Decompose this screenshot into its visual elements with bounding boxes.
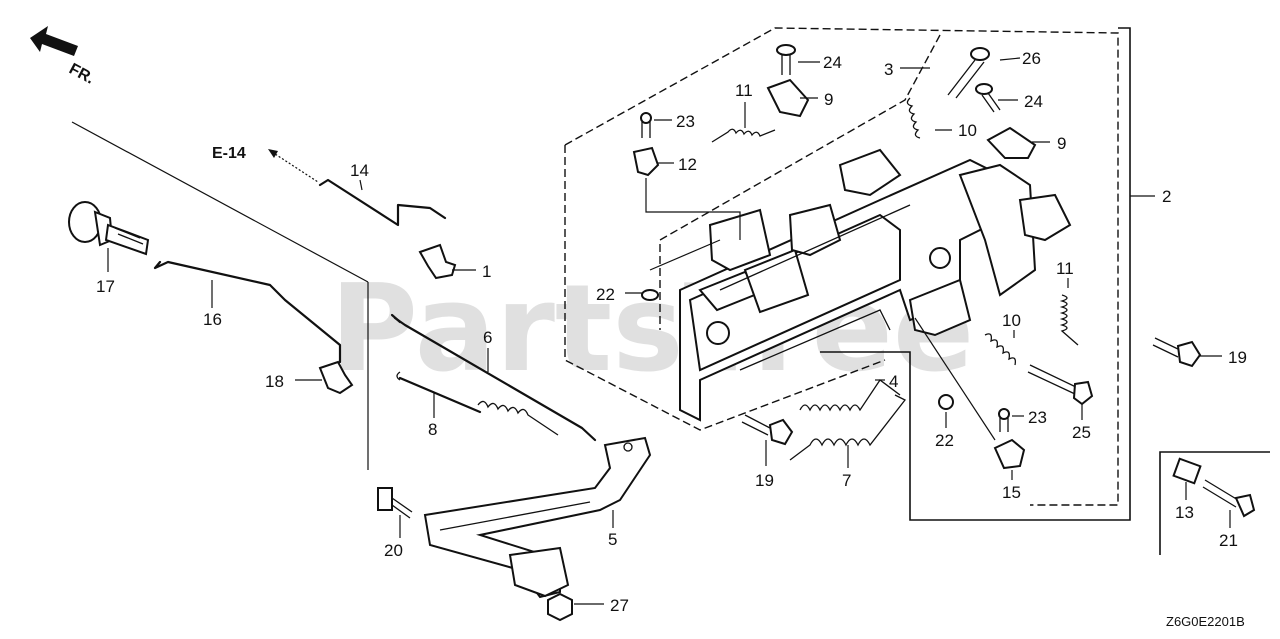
assembly-outline-left [564, 145, 886, 431]
spring-part-4 [799, 379, 901, 412]
screw-part-26 [947, 47, 990, 99]
callout-1: 1 [482, 262, 491, 281]
callout-11-lower: 11 [1056, 259, 1074, 278]
bolt-part-19-right [1152, 337, 1202, 368]
callout-15: 15 [1002, 483, 1021, 502]
callout-17: 17 [96, 277, 115, 296]
callout-22-right: 22 [935, 431, 954, 450]
part-13-21-bracket [1159, 451, 1270, 555]
front-direction-arrow-icon [30, 26, 78, 56]
screw-part-23-upper [640, 112, 652, 138]
spring-part-7 [789, 394, 906, 461]
callout-14: 14 [350, 161, 369, 180]
callout-19-left: 19 [755, 471, 774, 490]
callout-9-upper: 9 [824, 90, 833, 109]
callout-6: 6 [483, 328, 492, 347]
callout-3: 3 [884, 60, 893, 79]
throttle-lever-part-5 [423, 436, 652, 599]
knob-part-17 [68, 201, 150, 256]
callout-18: 18 [265, 372, 284, 391]
callout-2: 2 [1162, 187, 1171, 206]
leader-15-line [914, 317, 996, 441]
clip-part-18 [318, 360, 354, 395]
callout-12: 12 [678, 155, 697, 174]
rod-part-6-end [390, 313, 402, 324]
bolt-part-20 [377, 487, 413, 519]
callout-23-lower: 23 [1028, 408, 1047, 427]
callout-26: 26 [1022, 49, 1041, 68]
callout-9-lower: 9 [1057, 134, 1066, 153]
callout-20: 20 [384, 541, 403, 560]
callout-19-right: 19 [1228, 348, 1247, 367]
clip-part-9-lower [986, 126, 1037, 159]
callout-8: 8 [428, 420, 437, 439]
callout-10-lower: 10 [1002, 311, 1021, 330]
callout-24-upper: 24 [823, 53, 842, 72]
section-line [71, 121, 369, 283]
callout-13: 13 [1175, 503, 1194, 522]
leader-lines [107, 57, 1231, 605]
screw-part-24-lower [975, 83, 1001, 113]
callout-4: 4 [889, 372, 898, 391]
callout-11-upper: 11 [735, 81, 753, 100]
bolt-part-19-left [741, 414, 794, 446]
callout-16: 16 [203, 310, 222, 329]
callout-25: 25 [1072, 423, 1091, 442]
washer-part-22-left [641, 289, 659, 301]
link-part-14 [318, 178, 447, 227]
callout-27: 27 [610, 596, 629, 615]
bolt-part-21 [1202, 479, 1256, 518]
assembly-outline-outer [564, 27, 1119, 506]
spring-part-11-upper [711, 128, 776, 143]
nut-part-27 [547, 592, 573, 622]
washer-part-22-right [938, 394, 954, 410]
part-2-bracket [820, 27, 1131, 521]
bolt-part-25 [1027, 364, 1094, 406]
callout-24-lower: 24 [1024, 92, 1043, 111]
spring-part-11-lower [1059, 294, 1079, 346]
nut-part-15 [993, 438, 1026, 470]
spring-part-8 [396, 371, 559, 436]
diagram-code: Z6G0E2201B [1166, 614, 1245, 629]
callout-23-upper: 23 [676, 112, 695, 131]
callout-22-left: 22 [596, 285, 615, 304]
control-base-plate [679, 148, 1072, 422]
clip-part-9-upper [766, 78, 810, 118]
screw-part-23-lower [998, 408, 1010, 432]
callout-5: 5 [608, 530, 617, 549]
callout-10-upper: 10 [958, 121, 977, 140]
nut-part-12 [632, 146, 741, 240]
spring-part-10-upper [906, 97, 921, 139]
sleeve-part-13 [1172, 457, 1202, 485]
callout-21: 21 [1219, 531, 1238, 550]
rod-part-16 [153, 260, 342, 364]
reference-label: E-14 [212, 145, 246, 162]
screw-part-24-upper [776, 44, 796, 75]
reference-arrow-icon [268, 149, 319, 183]
spring-part-10-lower [984, 333, 1017, 366]
callout-7: 7 [842, 471, 851, 490]
direction-label: FR. [66, 61, 97, 88]
